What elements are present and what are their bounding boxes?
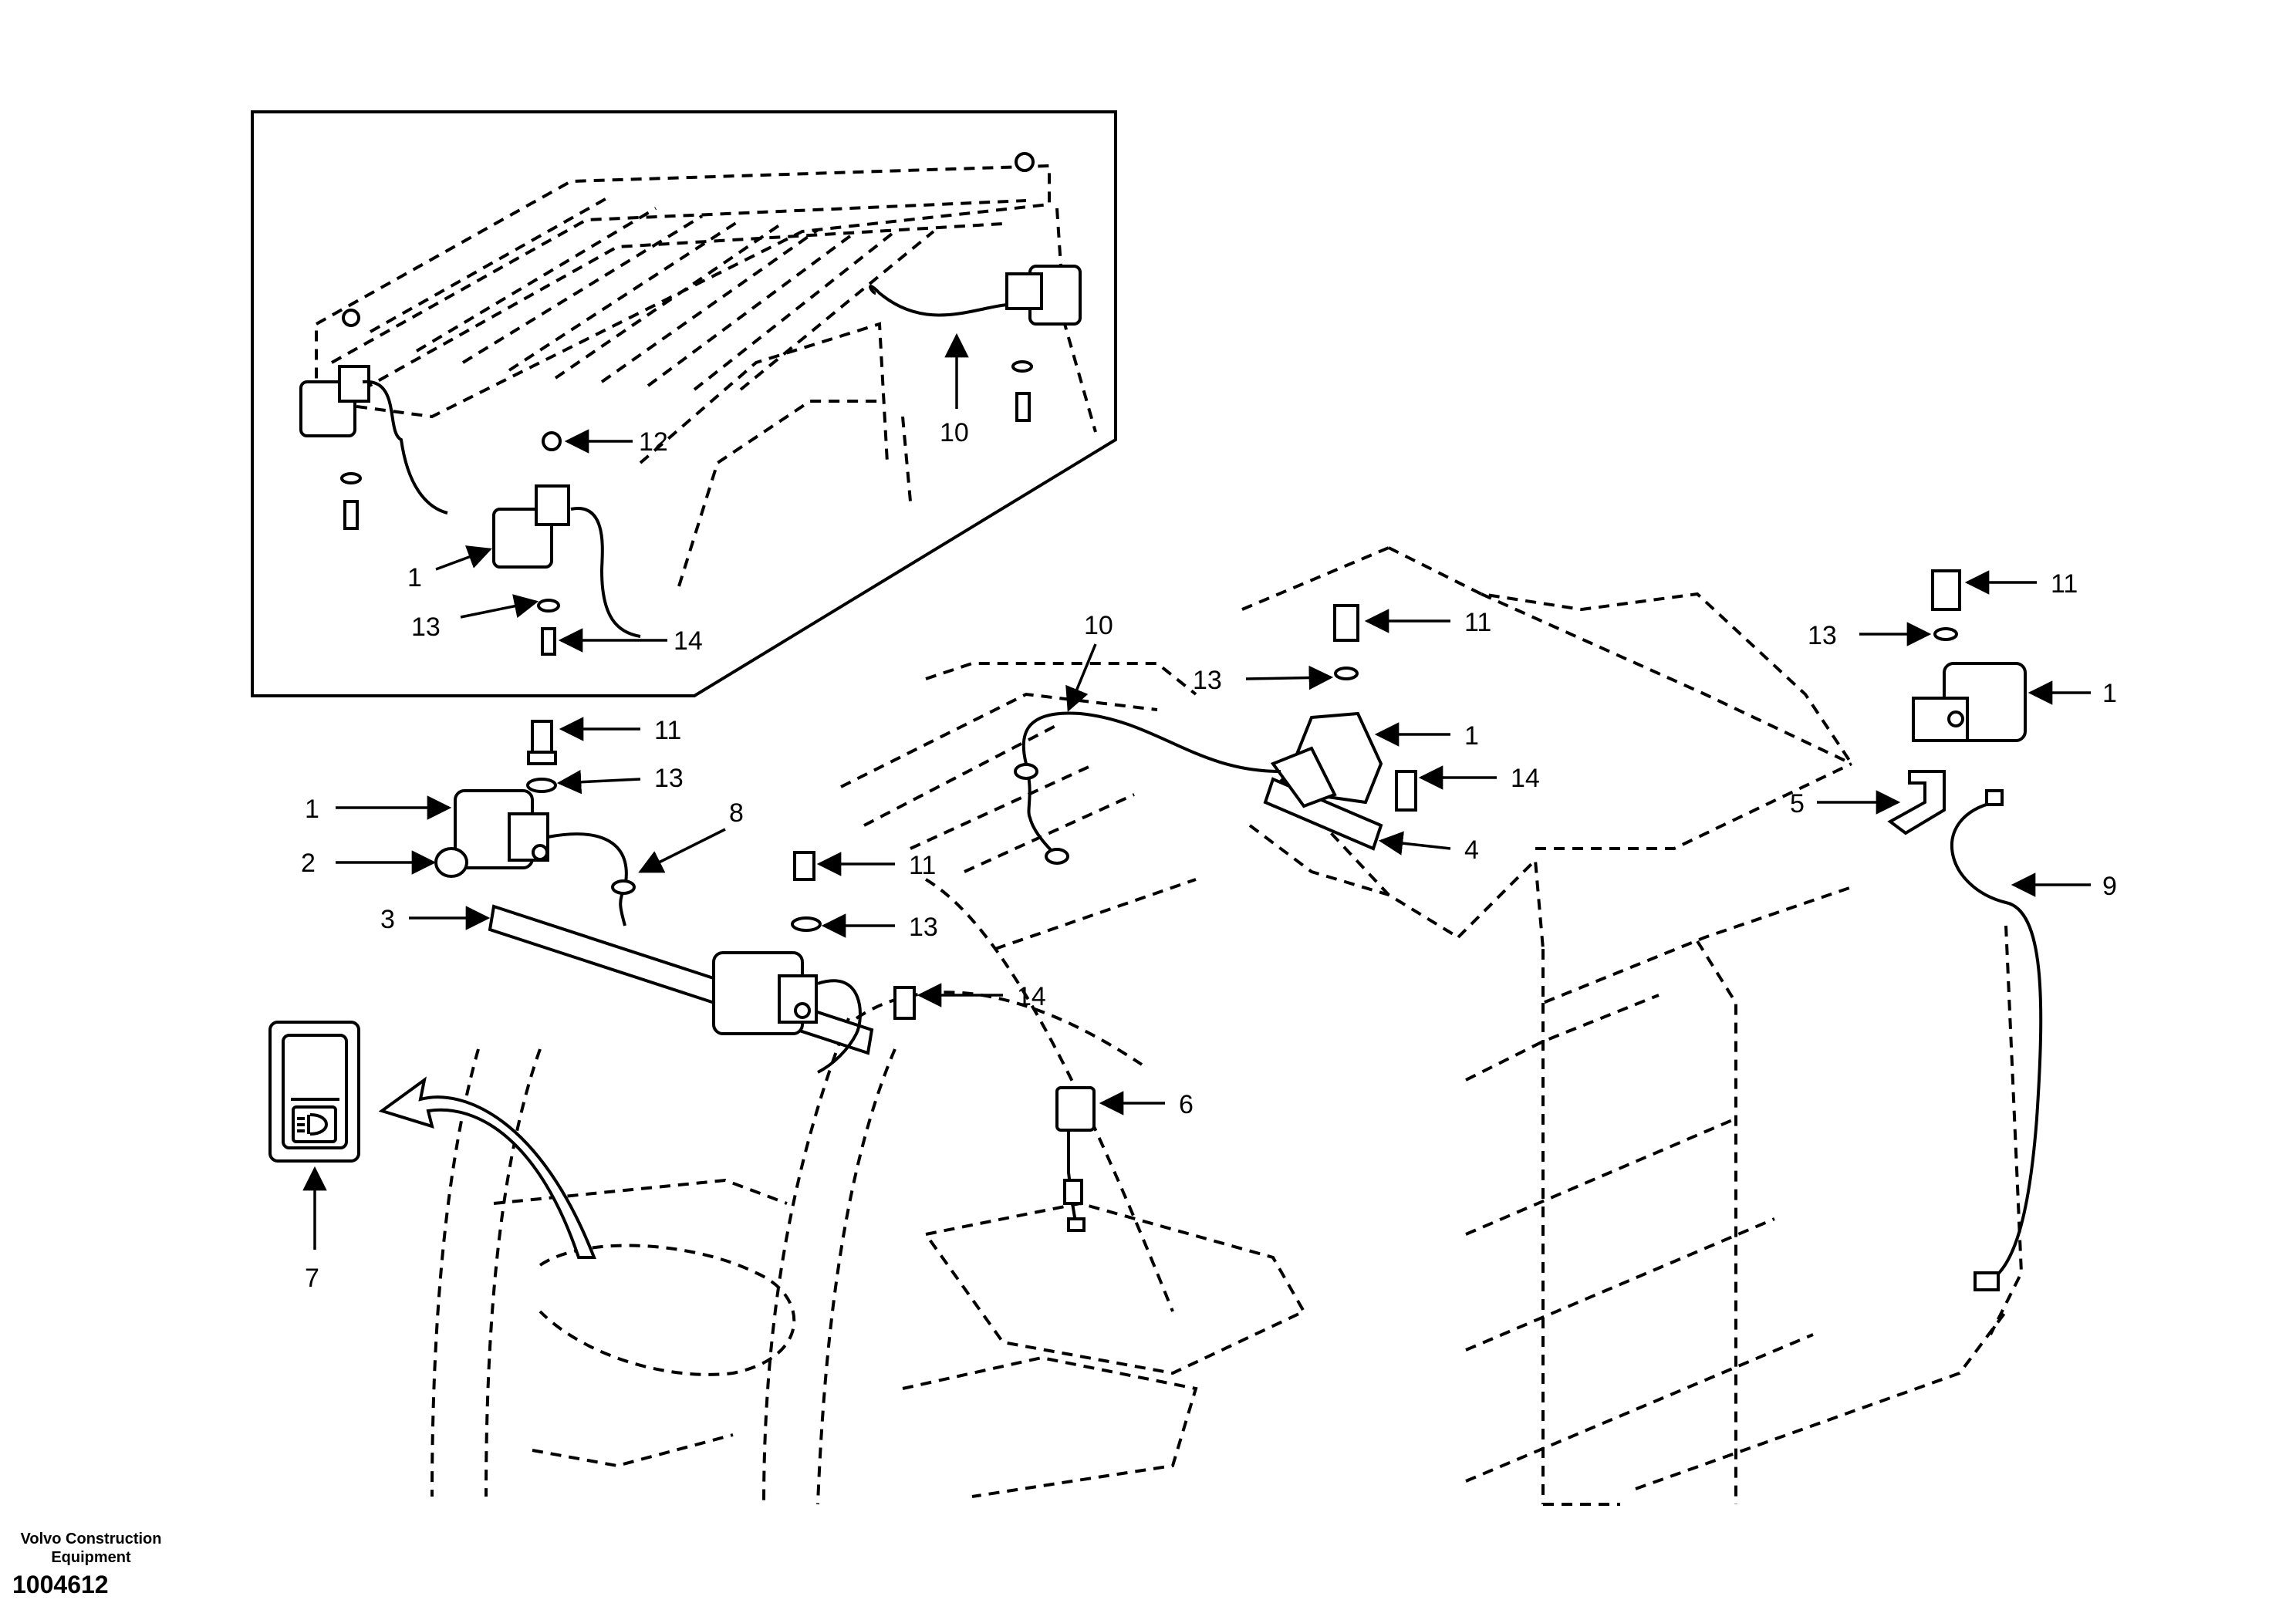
callout-switch-7: 7 [302,1166,327,1293]
bracket [1887,770,1946,835]
callout-right-11: 11 [1964,569,2078,599]
callout-label: 11 [909,851,936,880]
bolt [1931,569,1961,611]
inset-callout-12: 12 [564,427,668,457]
callout-label: 6 [1179,1090,1194,1119]
callout-left-2: 2 [301,849,437,878]
callout-label: 14 [1511,764,1540,793]
bolt [1395,770,1417,812]
manufacturer-line-2: Equipment [51,1549,131,1566]
callout-label: 12 [639,427,668,457]
callout-label: 2 [301,849,316,878]
callout-right-9: 9 [2011,872,2117,901]
callout-right-13: 13 [1808,621,1932,650]
cab-outline [430,546,2024,1506]
callout-left-3: 3 [380,905,491,934]
washer [791,916,822,932]
relay-assembly [1055,1086,1096,1232]
bolt [893,986,916,1020]
light-switch [268,1021,360,1163]
left-lamp-assembly [434,720,916,1074]
inset-lamp-left [299,309,448,530]
callout-mid-11: 11 [816,851,936,880]
callout-label: 4 [1464,835,1479,865]
callout-front-11: 11 [1364,608,1491,637]
callout-left-8: 8 [638,798,744,873]
callout-label: 13 [1808,621,1837,650]
callout-front-13: 13 [1193,665,1334,695]
callout-label: 14 [1017,982,1046,1011]
callout-label: 10 [1084,611,1113,640]
document-number: 1004612 [12,1571,109,1598]
relay [1055,1086,1096,1132]
callout-mid-14: 14 [917,982,1046,1011]
callout-label: 13 [654,764,684,793]
inset-lamp-center [492,431,641,656]
callout-relay-6: 6 [1099,1090,1194,1119]
switch-location-arrow [378,1076,596,1259]
callout-mid-13: 13 [821,913,938,942]
bulb [434,847,468,878]
inset-callout-1: 1 [407,545,492,592]
callout-left-1: 1 [305,795,452,824]
washer [526,778,557,793]
bolt [793,851,815,881]
callout-label: 1 [1464,721,1479,751]
manufacturer-line-1: Volvo Construction [20,1531,162,1547]
inset-detail: 12 10 1 13 14 [251,110,1117,697]
bolt [527,751,557,765]
front-lamp-assembly [1014,604,1417,865]
callout-front-4: 4 [1378,831,1479,865]
callout-front-14: 14 [1418,764,1540,793]
callout-label: 14 [674,626,703,656]
inset-callout-14: 14 [558,626,703,656]
callout-label: 13 [909,913,938,942]
callout-label: 13 [411,613,441,642]
callout-label: 3 [380,905,395,934]
callout-main-10: 10 [1065,611,1113,712]
callout-label: 11 [654,716,681,745]
callout-left-13: 13 [556,764,684,795]
callout-label: 11 [1464,608,1491,637]
mounting-plate [1263,777,1383,851]
washer [1933,627,1958,641]
inset-lamp-right [869,152,1082,422]
callout-label: 5 [1790,789,1805,818]
callout-label: 13 [1193,666,1222,695]
callout-label: 9 [2102,872,2117,901]
inset-callout-13: 13 [411,594,539,642]
manufacturer-caption: Volvo Construction Equipment [6,1530,176,1567]
callout-label: 7 [305,1264,319,1293]
callout-label: 10 [940,418,969,447]
right-lamp-assembly [1887,569,2043,1291]
inset-frame [251,110,1117,697]
callout-left-11: 11 [559,716,681,745]
callout-label: 1 [305,795,319,824]
callout-label: 1 [2102,679,2117,708]
inset-callout-10: 10 [940,332,969,447]
callout-label: 11 [2051,569,2078,599]
callout-front-1: 1 [1374,721,1479,751]
callout-right-1: 1 [2028,679,2117,708]
callout-label: 8 [729,798,744,828]
bolt [1333,604,1359,642]
washer [1334,667,1359,680]
callout-label: 1 [407,563,422,592]
callout-right-5: 5 [1790,789,1901,818]
headlight-icon [307,1113,328,1136]
